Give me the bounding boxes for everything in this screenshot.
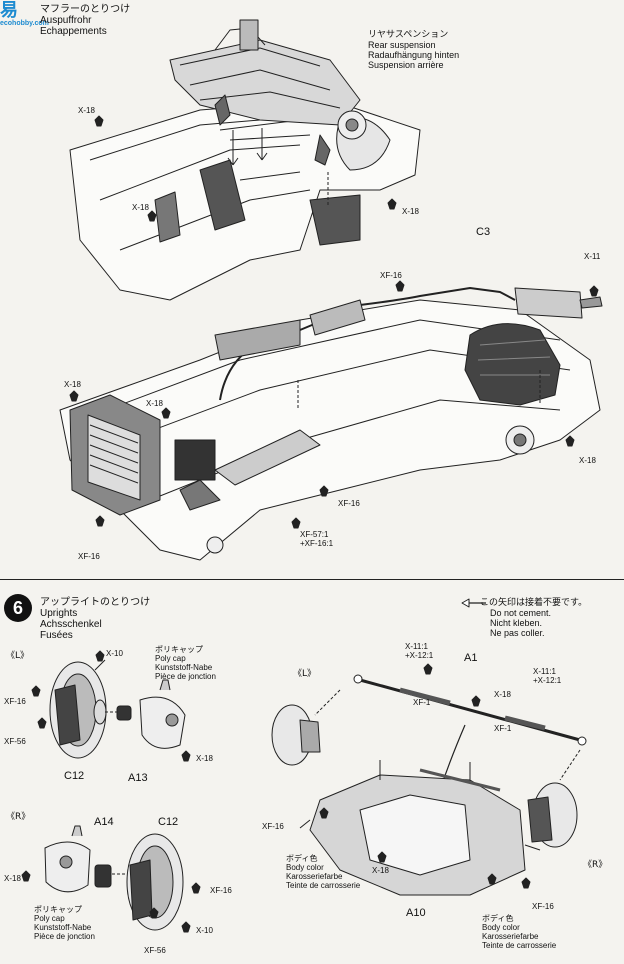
paint-xf16-label: XF-16 <box>380 271 402 280</box>
part-a10-label: A10 <box>406 907 426 919</box>
part-c12-label: C12 <box>158 816 179 828</box>
watermark-logo: 易 <box>0 0 18 20</box>
step6-title-jp: アップライトのとりつけ <box>40 597 151 608</box>
paint-xf1-label: XF-1 <box>413 698 431 707</box>
part-a1-label: A1 <box>464 652 478 664</box>
rear-suspension-label: リヤサスペンション Rear suspension Radaufhängung … <box>368 30 459 70</box>
paint-xf16-label: XF-16 <box>262 822 284 831</box>
body-color-fr: Teinte de carrosserie <box>286 881 361 890</box>
side-left-marker: 《L》 <box>293 669 317 679</box>
paint-xf56-label: XF-56 <box>144 946 166 955</box>
step-number-badge: 6 <box>4 594 32 622</box>
paint-mix-right: X-11:1 +X-12:1 <box>533 667 561 685</box>
paint-xf16-label: XF-16 <box>532 902 554 911</box>
step6-title: アップライトのとりつけ Uprights Achsschenkel Fusées <box>40 597 150 641</box>
paint-mix-1: XF-57:1 <box>300 530 329 539</box>
poly-cap-en: Poly cap <box>34 914 65 923</box>
upright-left-drawing <box>31 650 191 762</box>
part-a13-label: A13 <box>128 772 148 784</box>
poly-cap-label: ポリキャップ Poly cap Kunststoff-Nabe Pièce de… <box>34 905 95 941</box>
paint-xf1-label: XF-1 <box>494 724 512 733</box>
section-divider <box>0 579 624 580</box>
no-cement-fr: Ne pas coller. <box>490 628 545 638</box>
watermark-site: ecohobby.com <box>0 20 49 27</box>
paint-mix-right-1: X-11:1 <box>533 667 556 676</box>
step5-title-de: Auspuffrohr <box>40 15 92 26</box>
poly-cap-de: Kunststoff-Nabe <box>34 923 92 932</box>
body-color-fr: Teinte de carrosserie <box>482 941 557 950</box>
part-c12-label: C12 <box>64 770 85 782</box>
step5-title-jp: マフラーのとりつけ <box>40 4 131 15</box>
no-cement-en: Do not cement. <box>490 608 552 618</box>
poly-cap-en: Poly cap <box>155 654 186 663</box>
body-color-de: Karosseriefarbe <box>482 932 539 941</box>
paint-x18-label: X-18 <box>402 207 419 216</box>
rear-suspension-en: Rear suspension <box>368 40 436 50</box>
paint-x18-label: X-18 <box>132 203 149 212</box>
paint-x18-label: X-18 <box>64 380 81 389</box>
no-cement-jp: この矢印は接着不要です。 <box>480 598 588 608</box>
paint-x18-label: X-18 <box>494 690 511 699</box>
paint-xf16-label: XF-16 <box>338 499 360 508</box>
poly-cap-fr: Pièce de jonction <box>34 932 95 941</box>
step6-title-fr: Fusées <box>40 630 73 641</box>
paint-x18-label: X-18 <box>4 874 21 883</box>
body-color-jp: ボディ色 <box>286 854 318 863</box>
paint-mix-2: +XF-16:1 <box>300 539 334 548</box>
poly-cap-label: ポリキャップ Poly cap Kunststoff-Nabe Pièce de… <box>155 645 216 681</box>
upper-chassis-drawing <box>69 19 421 301</box>
poly-cap-jp: ポリキャップ <box>155 645 203 654</box>
body-color-en: Body color <box>482 923 520 932</box>
paint-mix-label: XF-57:1 +XF-16:1 <box>300 530 333 548</box>
rear-suspension-de: Radaufhängung hinten <box>368 50 460 60</box>
body-color-jp: ボディ色 <box>482 914 514 923</box>
side-right-marker: 《R》 <box>6 812 31 822</box>
paint-x11-label: X-11 <box>584 252 601 261</box>
paint-x18-label: X-18 <box>146 399 163 408</box>
poly-cap-fr: Pièce de jonction <box>155 672 216 681</box>
site-watermark: 易 ecohobby.com <box>0 0 49 34</box>
paint-x10-label: X-10 <box>196 926 213 935</box>
paint-x18-label: X-18 <box>579 456 596 465</box>
paint-mix-left: X-11:1 +X-12:1 <box>405 642 433 660</box>
paint-mix-left-2: +X-12:1 <box>405 651 434 660</box>
step5-title: マフラーのとりつけ Auspuffrohr Echappements <box>40 4 130 37</box>
poly-cap-jp: ポリキャップ <box>34 905 82 914</box>
paint-mix-left-1: X-11:1 <box>405 642 428 651</box>
step6-title-en: Uprights <box>40 608 78 619</box>
step5-title-fr: Echappements <box>40 26 107 37</box>
body-color-de: Karosseriefarbe <box>286 872 343 881</box>
paint-xf16-label: XF-16 <box>4 697 26 706</box>
paint-x18-label: X-18 <box>196 754 213 763</box>
paint-x10-label: X-10 <box>106 649 123 658</box>
step6-title-de: Achsschenkel <box>40 619 102 630</box>
part-a14-label: A14 <box>94 816 114 828</box>
rear-suspension-jp: リヤサスペンション <box>368 30 449 40</box>
paint-x18-label: X-18 <box>78 106 95 115</box>
paint-xf16-label: XF-16 <box>210 886 232 895</box>
no-cement-note: この矢印は接着不要です。 Do not cement. Nicht kleben… <box>480 598 587 638</box>
rear-suspension-fr: Suspension arrière <box>368 60 444 70</box>
upright-right-drawing <box>21 825 201 933</box>
paint-xf16-label: XF-16 <box>78 552 100 561</box>
side-left-marker: 《L》 <box>6 651 30 661</box>
body-color-label: ボディ色 Body color Karosseriefarbe Teinte d… <box>286 854 360 890</box>
side-right-marker: 《R》 <box>583 860 608 870</box>
body-color-en: Body color <box>286 863 324 872</box>
paint-x18-label: X-18 <box>372 866 389 875</box>
lower-chassis-drawing <box>59 280 603 561</box>
front-subframe-drawing <box>271 663 587 896</box>
part-c3-label: C3 <box>476 226 491 238</box>
paint-xf56-label: XF-56 <box>4 737 26 746</box>
poly-cap-de: Kunststoff-Nabe <box>155 663 213 672</box>
body-color-label: ボディ色 Body color Karosseriefarbe Teinte d… <box>482 914 556 950</box>
paint-mix-right-2: +X-12:1 <box>533 676 562 685</box>
no-cement-de: Nicht kleben. <box>490 618 543 628</box>
no-cement-arrow-icon <box>461 598 486 608</box>
